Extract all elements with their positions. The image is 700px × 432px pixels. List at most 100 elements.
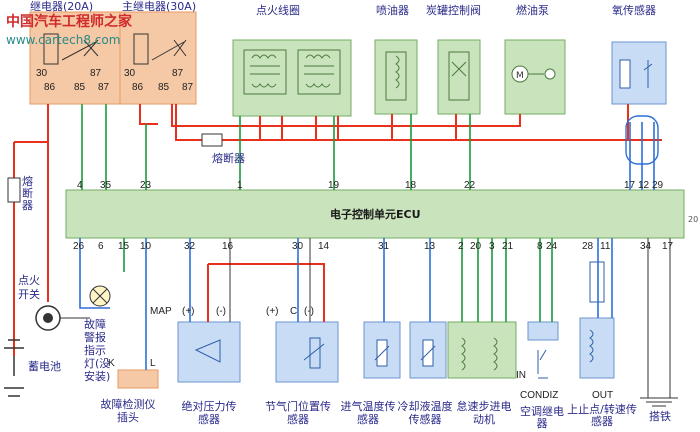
ecu-pin-top: 18 — [405, 180, 417, 191]
relay20-label: 继电器(20A) — [30, 0, 93, 13]
ecu-label: 电子控制单元ECU — [330, 207, 421, 221]
canister-label: 炭罐控制阀 — [426, 3, 481, 17]
tps-label: 节气门位置传感器 — [265, 400, 331, 426]
relay20-pin-87: 87 — [98, 82, 110, 93]
ecu-pin-top: 22 — [464, 180, 476, 191]
signal-wiring — [81, 104, 553, 322]
coil-label: 点火线圈 — [256, 3, 300, 17]
ac-in-tag: IN — [516, 370, 526, 381]
tps-plus-tag: (+) — [266, 306, 279, 317]
ecu-pin-bottom: 26 — [73, 241, 85, 252]
relay20-internals — [43, 33, 99, 65]
ecu-pin-bottom: 20 — [470, 241, 482, 252]
ground-icon — [640, 397, 678, 407]
sensor-internals — [194, 261, 605, 379]
tps-minus-tag: (-) — [304, 306, 314, 317]
map-sensor-label: 绝对压力传感器 — [181, 400, 237, 426]
o2-label: 氧传感器 — [612, 3, 656, 17]
fuse-mid-symbol — [201, 133, 223, 147]
ecu-pin-bottom: 2 — [458, 241, 464, 252]
warning-lamp-icon — [89, 285, 111, 307]
coil-internals — [243, 49, 341, 95]
diag-k-tag: K — [108, 358, 115, 369]
diag-l-tag: L — [150, 358, 156, 369]
ecu-pin-bottom: 24 — [546, 241, 558, 252]
canister-valve-box — [437, 39, 481, 115]
main-pin-30: 30 — [124, 68, 136, 79]
map-plus-tag: (+) — [182, 306, 195, 317]
main-pin-87: 87 — [182, 82, 194, 93]
ecu-pin-bottom: 15 — [118, 241, 130, 252]
battery-symbol — [4, 339, 24, 397]
ecu-pin-top: 23 — [140, 180, 152, 191]
relay20-pin-87-top: 87 — [90, 68, 102, 79]
ecu-pin-bottom: 16 — [222, 241, 234, 252]
crank-sensor-box — [579, 317, 615, 379]
ecu-pin-top: 12 — [638, 180, 650, 191]
main-relay-internals — [133, 33, 187, 65]
o2-internals — [619, 59, 653, 89]
ecu-pin-top: 1 — [237, 180, 243, 191]
relay20-pin-85: 85 — [74, 82, 86, 93]
power-wiring — [13, 104, 662, 356]
ignition-key-icon — [43, 313, 53, 323]
injector-box — [374, 39, 418, 115]
main-pin-86: 86 — [132, 82, 144, 93]
fuse-left-label: 熔断器 — [22, 175, 33, 212]
crank-sensor-label: 上止点/转速传感器 — [567, 403, 637, 428]
sensor-wiring — [79, 115, 671, 398]
ecu-pin-top: 35 — [100, 180, 112, 191]
ecu-pin-bottom: 3 — [489, 241, 495, 252]
diag-plug-label: 故障检测仪插头 — [100, 398, 156, 424]
ecu-pin-bottom: 30 — [292, 241, 304, 252]
injector-label: 喷油器 — [376, 3, 409, 17]
relay20-pin-30: 30 — [36, 68, 48, 79]
ecu-pin-bottom: 13 — [424, 241, 436, 252]
ecu-pin-bottom: 14 — [318, 241, 330, 252]
ecu-pin-top: 17 — [624, 180, 636, 191]
idle-motor-label: 怠速步进电动机 — [456, 400, 512, 426]
map-tag: MAP — [150, 306, 172, 317]
ac-relay-label: 空调继电器 — [520, 405, 564, 430]
ac-relay-box — [527, 321, 559, 341]
map-minus-tag: (-) — [216, 306, 226, 317]
tps-box — [275, 321, 339, 383]
ecu-pin-bottom: 17 — [662, 241, 674, 252]
ignition-switch-label: 点火开关 — [18, 274, 40, 301]
main-relay-label: 主继电器(30A) — [122, 0, 196, 13]
pump-label: 燃油泵 — [516, 3, 549, 17]
main-pin-85: 85 — [158, 82, 170, 93]
iat-label: 进气温度传感器 — [340, 400, 396, 426]
ecu-pin-bottom: 11 — [600, 241, 611, 252]
fuse-mid-label: 熔断器 — [212, 151, 245, 165]
fuse-left-symbol — [7, 177, 21, 203]
ground-label: 搭铁 — [649, 410, 671, 423]
svg-text:M: M — [516, 71, 524, 81]
ecu-pin-bottom: 8 — [537, 241, 543, 252]
ecu-pin-bottom: 10 — [140, 241, 152, 252]
crank-out-tag: OUT — [592, 390, 613, 401]
warning-lamp-label: 故障警报指示灯(没安装) — [84, 318, 111, 383]
diag-plug-box — [117, 369, 159, 389]
ecu-pin-bottom: 32 — [184, 241, 196, 252]
watermark-url: www.cartech8.com — [6, 33, 120, 47]
tps-c-tag: C — [290, 306, 297, 317]
ac-condiz-tag: CONDIZ — [520, 390, 558, 401]
map-sensor-box — [177, 321, 241, 383]
ecu-pin-top: 19 — [328, 180, 340, 191]
relay20-pin-86: 86 — [44, 82, 56, 93]
ecu-pin-top: 4 — [77, 180, 83, 191]
ect-label: 冷却液温度传感器 — [397, 400, 453, 426]
ecu-pin-bottom: 34 — [640, 241, 652, 252]
idle-motor-box — [447, 321, 517, 379]
battery-label: 蓄电池 — [28, 360, 61, 373]
ignition-coil-box — [232, 39, 352, 117]
ecu-pin-bottom: 31 — [378, 241, 390, 252]
ecu-pin-bottom: 6 — [98, 241, 104, 252]
fuel-pump-box — [504, 39, 566, 115]
ecu-edge-pin: 20 — [688, 215, 698, 224]
actuator-internals: M — [385, 51, 556, 101]
ecu-pin-bottom: 28 — [582, 241, 594, 252]
